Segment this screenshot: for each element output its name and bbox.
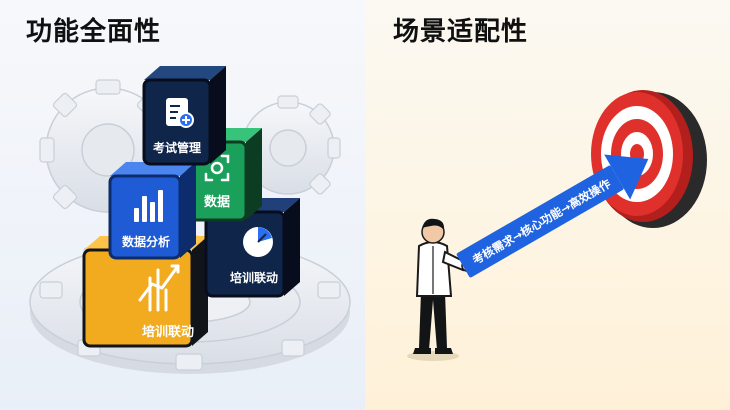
right-gear-icon bbox=[241, 95, 341, 195]
rising-chart-icon bbox=[138, 264, 180, 312]
scenario-panel: 场景适配性 bbox=[365, 0, 730, 410]
pie-chart-icon bbox=[243, 227, 273, 257]
cube-training-link-orange: 培训联动 bbox=[82, 236, 208, 348]
scenario-illustration: 考核需求→核心功能→高效操作 bbox=[407, 90, 707, 361]
cube-data-analysis-blue: 数据分析 bbox=[108, 162, 196, 260]
arrow-label: 考核需求→核心功能→高效操作 bbox=[470, 176, 614, 267]
cube-label: 培训联动 bbox=[142, 324, 194, 340]
feature-title: 功能全面性 bbox=[26, 17, 162, 47]
feature-panel: 功能全面性 bbox=[0, 0, 365, 410]
cube-label: 培训联动 bbox=[230, 270, 278, 285]
cube-label: 数据分析 bbox=[122, 234, 170, 249]
feature-illustration: 培训联动 培训联动 bbox=[29, 66, 351, 374]
scenario-title: 场景适配性 bbox=[393, 17, 529, 47]
cube-label: 考试管理 bbox=[153, 140, 201, 155]
businessman-figure bbox=[407, 218, 473, 361]
bar-chart-icon bbox=[134, 190, 163, 222]
cube-label: 数据 bbox=[204, 194, 230, 210]
document-icon bbox=[166, 98, 194, 128]
cube-exam-management: 考试管理 bbox=[142, 66, 226, 166]
